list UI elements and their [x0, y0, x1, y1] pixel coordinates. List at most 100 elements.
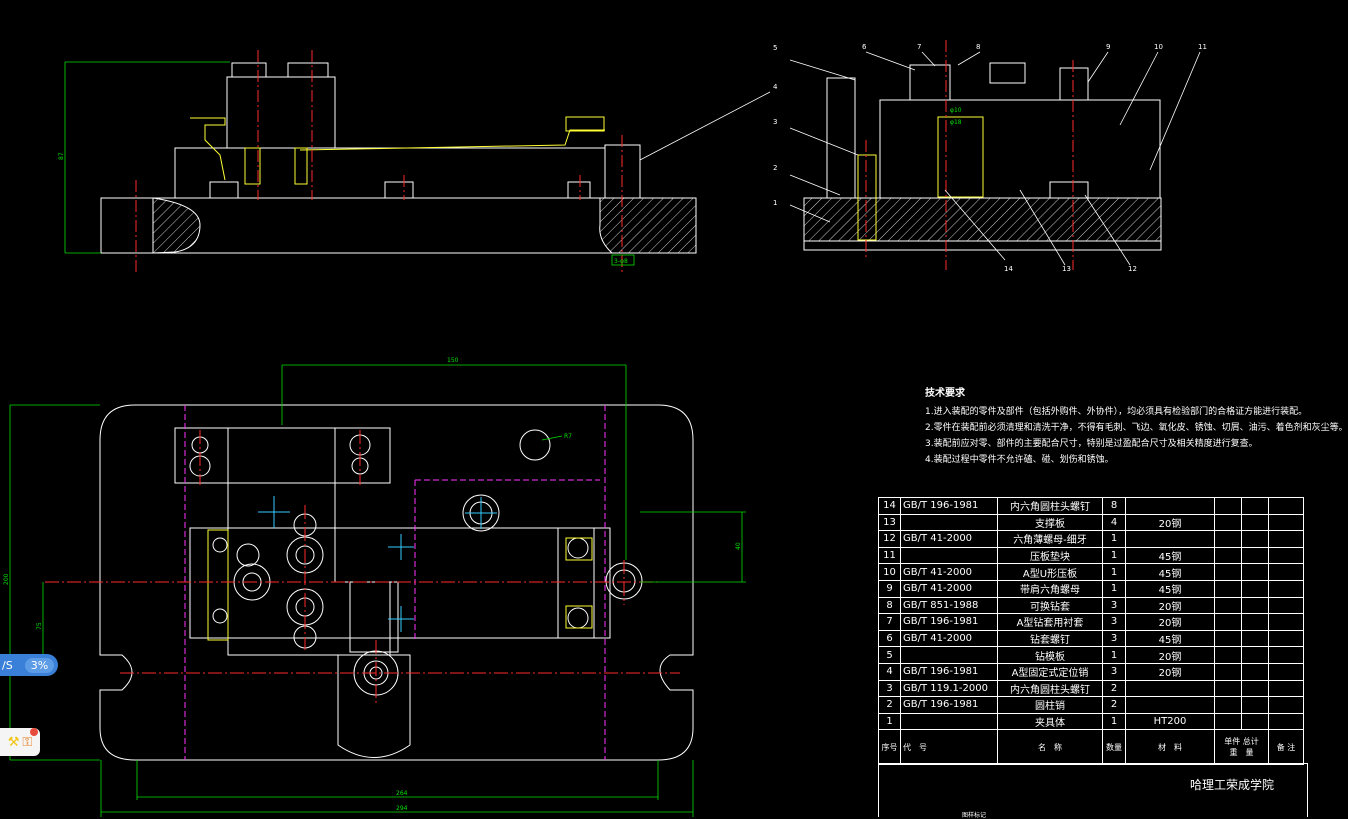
bom-cell-qty: 8 [1102, 497, 1126, 515]
dim-pitch-b: φ18 [950, 119, 962, 126]
bom-cell-empty [1214, 546, 1242, 565]
bom-header-code: 代 号 [900, 729, 998, 766]
bom-cell-no: 4 [878, 662, 901, 681]
bom-cell-name: 带肩六角螺母 [997, 579, 1103, 598]
balloon-5: 5 [773, 44, 777, 52]
bom-cell-name: 内六角圆柱头螺钉 [997, 497, 1103, 515]
bom-cell-no: 13 [878, 513, 901, 532]
bom-cell-mat [1125, 530, 1215, 548]
bom-cell-code: GB/T 41-2000 [900, 629, 998, 648]
bom-cell-empty [1268, 497, 1304, 515]
balloon-3: 3 [773, 118, 777, 126]
bom-cell-empty [1268, 712, 1304, 731]
balloon-9: 9 [1106, 43, 1110, 51]
bom-cell-empty [1268, 596, 1304, 615]
bom-cell-no: 3 [878, 679, 901, 698]
balloon-8: 8 [976, 43, 980, 51]
bom-cell-mat: 20钢 [1125, 646, 1215, 664]
front-view-centerlines [135, 50, 623, 272]
bom-cell-mat [1125, 679, 1215, 698]
top-view-crosshairs [258, 496, 497, 632]
bom-cell-empty [1214, 596, 1242, 615]
balloon-7: 7 [917, 43, 921, 51]
bom-cell-qty: 3 [1102, 662, 1126, 681]
bom-cell-empty [1241, 497, 1269, 515]
bom-cell-empty [1241, 696, 1269, 714]
balloon-13: 13 [1062, 265, 1071, 273]
bom-cell-name: 钻套螺钉 [997, 629, 1103, 648]
bom-cell-code: GB/T 196-1981 [900, 662, 998, 681]
bom-cell-mat [1125, 696, 1215, 714]
dim-radius: R7 [564, 433, 572, 440]
notification-dot [30, 728, 38, 736]
bom-cell-empty [1268, 579, 1304, 598]
bom-cell-qty: 3 [1102, 596, 1126, 615]
bom-cell-mat [1125, 497, 1215, 515]
top-view-magenta [184, 405, 606, 760]
bom-cell-empty [1214, 563, 1242, 581]
bom-cell-empty [1214, 662, 1242, 681]
bom-cell-qty: 1 [1102, 546, 1126, 565]
bom-cell-empty [1241, 596, 1269, 615]
bom-cell-name: 压板垫块 [997, 546, 1103, 565]
bom-cell-qty: 2 [1102, 696, 1126, 714]
widget-label: /S [2, 658, 13, 672]
tech-title: 技术要求 [925, 388, 965, 399]
bom-cell-mat: 20钢 [1125, 513, 1215, 532]
bom-cell-code: GB/T 41-2000 [900, 563, 998, 581]
bom-cell-empty [1241, 579, 1269, 598]
bom-cell-no: 7 [878, 613, 901, 631]
dimension-texts: 150 264 294 200 75 40 87 R7 3-φ8 φ10 φ18 [3, 107, 962, 812]
bom-cell-code [900, 546, 998, 565]
bom-header-total: 总计 [1242, 737, 1259, 747]
bom-cell-empty [1214, 513, 1242, 532]
bom-cell-name: 夹具体 [997, 712, 1103, 731]
side-view-centerlines [865, 40, 1074, 270]
title-block [878, 763, 1308, 817]
bom-cell-name: A型固定式定位销 [997, 662, 1103, 681]
bom-cell-code: GB/T 119.1-2000 [900, 679, 998, 698]
bom-cell-empty [1241, 563, 1269, 581]
bom-cell-empty [1268, 646, 1304, 664]
bom-cell-code: GB/T 196-1981 [900, 613, 998, 631]
bom-cell-empty [1214, 613, 1242, 631]
bom-cell-mat: 20钢 [1125, 596, 1215, 615]
bom-cell-mat: 20钢 [1125, 662, 1215, 681]
bom-cell-empty [1214, 679, 1242, 698]
bom-cell-qty: 4 [1102, 513, 1126, 532]
widget-percent: 3% [24, 657, 55, 673]
bom-cell-mat: 45钢 [1125, 579, 1215, 598]
balloon-6: 6 [862, 43, 867, 51]
bom-cell-qty: 1 [1102, 563, 1126, 581]
bom-cell-qty: 1 [1102, 530, 1126, 548]
balloon-2: 2 [773, 164, 777, 172]
bom-cell-code: GB/T 851-1988 [900, 596, 998, 615]
bom-header-single: 单件 [1224, 737, 1241, 747]
side-view [803, 62, 1162, 251]
bom-cell-empty [1268, 530, 1304, 548]
cad-drawing-canvas[interactable]: 150 264 294 200 75 40 87 R7 3-φ8 φ10 φ18… [0, 0, 1314, 817]
bom-cell-empty [1241, 546, 1269, 565]
bom-cell-name: 可换钻套 [997, 596, 1103, 615]
bom-cell-qty: 1 [1102, 646, 1126, 664]
bom-cell-name: 钻模板 [997, 646, 1103, 664]
bom-cell-empty [1214, 629, 1242, 648]
toolbox-widget[interactable]: ⚒ ⚿ [0, 728, 40, 756]
front-view [100, 62, 697, 254]
speed-widget[interactable]: /S 3% [0, 654, 58, 676]
bom-cell-name: A型钻套用衬套 [997, 613, 1103, 631]
bom-cell-code: GB/T 196-1981 [900, 497, 998, 515]
front-view-dims [64, 61, 635, 266]
title-block-mark: 图样标记 [962, 812, 987, 819]
front-view-yellow [190, 116, 605, 185]
top-view-dims [9, 364, 746, 817]
bom-header-row: 序号代 号名 称数量材 料单件 总计重 量备 注 [878, 729, 1304, 766]
bom-cell-qty: 1 [1102, 579, 1126, 598]
bom-cell-mat: 45钢 [1125, 629, 1215, 648]
